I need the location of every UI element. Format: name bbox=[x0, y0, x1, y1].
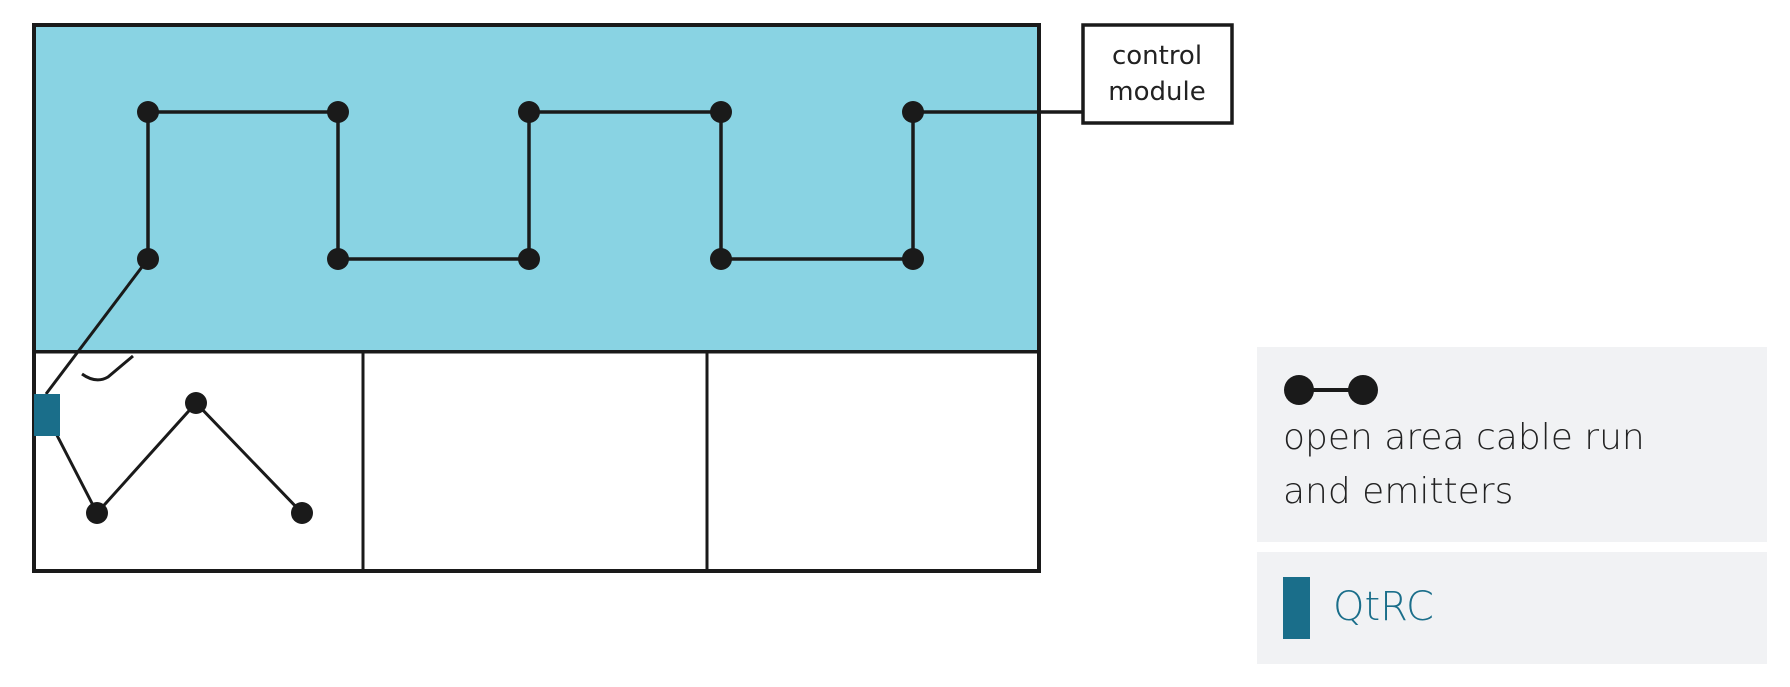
room-drop-cable bbox=[44, 258, 150, 395]
room-cable-run bbox=[44, 400, 304, 516]
emitter bbox=[137, 248, 159, 270]
legend-cable-run-text: open area cable run and emitters bbox=[1283, 411, 1753, 519]
control-module-label-line1: control bbox=[1112, 41, 1202, 71]
legend-cable-run-line2: and emitters bbox=[1283, 471, 1514, 512]
qtrc-swatch bbox=[1283, 577, 1310, 639]
emitter bbox=[710, 248, 732, 270]
room-right bbox=[705, 350, 1041, 573]
emitter bbox=[291, 502, 313, 524]
emitter bbox=[902, 248, 924, 270]
emitter bbox=[902, 101, 924, 123]
emitter bbox=[710, 101, 732, 123]
room-middle bbox=[361, 350, 709, 573]
legend-qtrc: QtRC bbox=[1257, 552, 1767, 664]
legend-cable-run-line1: open area cable run bbox=[1283, 417, 1645, 458]
legend-cable-run: open area cable run and emitters bbox=[1257, 347, 1767, 542]
control-module-box bbox=[1081, 23, 1234, 125]
building-outline bbox=[32, 23, 1041, 573]
room-left bbox=[32, 350, 365, 573]
control-module-label-line2: module bbox=[1108, 77, 1205, 107]
legend-qtrc-label: QtRC bbox=[1333, 584, 1434, 630]
emitter bbox=[518, 248, 540, 270]
cable-run-emitters-icon bbox=[1284, 375, 1378, 405]
emitter bbox=[327, 248, 349, 270]
cable-loop bbox=[81, 354, 134, 382]
qtrc-unit bbox=[34, 394, 60, 436]
control-module: control module bbox=[1081, 23, 1234, 125]
emitter bbox=[518, 101, 540, 123]
floor-plan-diagram: control module bbox=[32, 23, 1234, 573]
open-area bbox=[32, 23, 1041, 354]
emitter bbox=[327, 101, 349, 123]
emitter bbox=[185, 392, 207, 414]
emitters bbox=[86, 101, 924, 524]
emitter bbox=[86, 502, 108, 524]
emitter bbox=[137, 101, 159, 123]
